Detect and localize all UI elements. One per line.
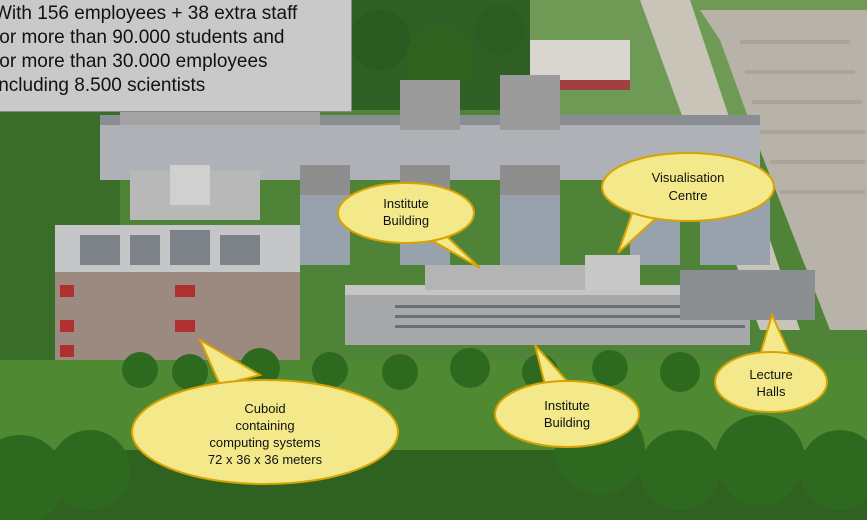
callout-text: Halls [757,384,786,399]
info-box: With 156 employees + 38 extra staff for … [0,0,352,112]
callout-lecture-halls: Lecture Halls [714,312,828,413]
callout-text: Building [383,213,429,228]
callout-cuboid: Cuboid containing computing systems 72 x… [131,337,399,485]
callout-text: Building [544,415,590,430]
info-line-4: including 8.500 scientists [0,75,206,96]
callout-text: Institute [383,196,429,211]
callout-text: containing [235,418,294,433]
callout-text: Centre [668,188,707,203]
info-line-2: for more than 90.000 students and [0,27,285,48]
info-line-3: for more than 30.000 employees [0,51,268,72]
info-line-1: With 156 employees + 38 extra staff [0,3,298,24]
callout-text: computing systems [209,435,321,450]
callout-text: Institute [544,398,590,413]
callout-text: Lecture [749,367,792,382]
callout-text: 72 x 36 x 36 meters [208,452,323,467]
callout-text: Visualisation [652,170,725,185]
callout-institute-building-top: Institute Building [337,182,481,269]
callout-institute-building-bottom: Institute Building [494,344,640,448]
callout-visualisation-centre: Visualisation Centre [601,152,775,254]
callout-text: Cuboid [244,401,285,416]
